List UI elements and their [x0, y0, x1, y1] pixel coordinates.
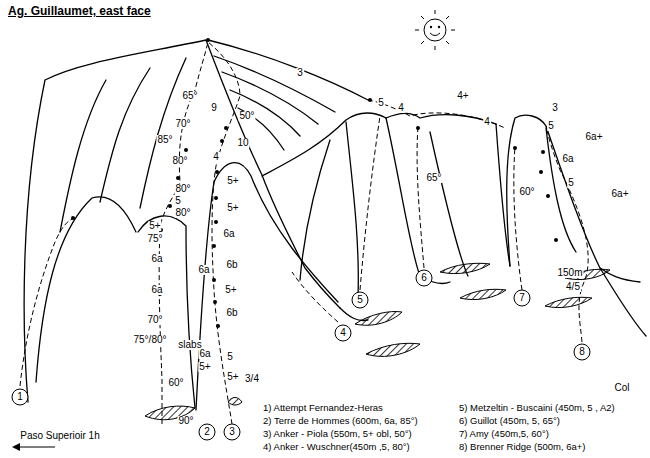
route-grade: 5+	[198, 362, 211, 372]
route-grade: 5+	[226, 176, 239, 186]
route-number-circle: 5	[351, 291, 369, 309]
route-number-circle: 1	[11, 388, 29, 406]
route-grade: 6a	[222, 229, 235, 239]
route-key-entry: 3) Anker - Piola (550m, 5+ obl, 50°)	[262, 429, 413, 439]
route-grade: 10	[236, 138, 249, 148]
route-grade: 4	[483, 117, 491, 127]
route-grade: 4	[212, 152, 220, 162]
route-number-circle: 7	[513, 289, 531, 307]
route-number-circle: 6	[415, 269, 433, 287]
route-grade: 6b	[225, 260, 238, 270]
route-grade: 80°	[174, 184, 191, 194]
route-number: 1	[11, 388, 29, 402]
route-grade: 4	[397, 103, 405, 113]
route-grade: 5	[567, 178, 575, 188]
title: Ag. Guillaumet, east face	[8, 4, 151, 18]
route-grade: 6a	[198, 349, 211, 359]
route-key-entry: 1) Attempt Fernandez-Heras	[262, 403, 384, 413]
route-grade: 5	[547, 121, 555, 131]
route-grade: 6b	[225, 308, 238, 318]
route-grade: 50°	[238, 111, 255, 121]
route-number-circle: 4	[334, 324, 352, 342]
route-grade: 6a+	[585, 132, 604, 142]
route-number: 8	[573, 343, 591, 357]
route-key-entry: 6) Guillot (450m, 5, 65°)	[458, 416, 561, 426]
route-number-circle: 2	[198, 423, 216, 441]
route-grade: 4/5	[565, 282, 581, 292]
route-number-circle: 8	[573, 343, 591, 361]
route-grade: 5+	[224, 285, 237, 295]
route-number: 3	[223, 423, 241, 437]
route-grade: 4+	[456, 91, 469, 101]
route-grade: 6a+	[611, 189, 630, 199]
route-key-entry: 8) Brenner Ridge (500m, 6a+)	[458, 442, 586, 452]
route-grade: 80°	[171, 156, 188, 166]
route-grade: 6a	[561, 154, 574, 164]
route-key-entry: 2) Terre de Hommes (600m, 6a, 85°)	[262, 416, 419, 426]
route-key-entry: 4) Anker - Wuschner(450m ,5, 80°)	[262, 442, 411, 452]
route-number-circle: 3	[223, 423, 241, 441]
route-grade: 70°	[174, 119, 191, 129]
route-key-entry: 7) Amy (450m,5, 60°)	[458, 429, 550, 439]
route-key-entry: 5) Metzeltin - Buscaini (450m, 5 , A2)	[458, 403, 616, 413]
route-number: 4	[334, 324, 352, 338]
route-number: 6	[415, 269, 433, 283]
route-grade: 5+	[148, 221, 161, 231]
route-grade: 150m	[556, 268, 583, 278]
route-grade: 3/4	[244, 374, 260, 384]
route-number: 2	[198, 423, 216, 437]
route-grade: 70°	[146, 315, 163, 325]
route-grade: 3	[296, 68, 304, 78]
route-grade: 90°	[177, 416, 194, 426]
route-grade: 5+	[226, 372, 239, 382]
route-grade: 6a	[150, 254, 163, 264]
route-number: 5	[351, 291, 369, 305]
route-grade: 5	[377, 98, 385, 108]
route-grade: 3	[551, 103, 559, 113]
route-grade: 75°	[146, 234, 163, 244]
route-grade: 5	[174, 196, 182, 206]
route-grade: 65°	[181, 91, 198, 101]
route-number: 7	[513, 289, 531, 303]
route-grade: 60°	[167, 378, 184, 388]
route-grade: 6a	[150, 285, 163, 295]
route-grade: 85°	[156, 135, 173, 145]
route-grade: 80°	[174, 208, 191, 218]
route-grade: 5	[226, 352, 234, 362]
route-grade: 9	[210, 103, 218, 113]
route-grade: 65°	[425, 173, 442, 183]
route-grade: 75°/80°	[132, 335, 167, 345]
route-grade: 5+	[226, 203, 239, 213]
route-grade: 60°	[518, 187, 535, 197]
route-grade: Paso Superioir 1h	[19, 431, 101, 441]
route-grade: 6a	[197, 265, 210, 275]
route-grade: Col	[613, 383, 630, 393]
